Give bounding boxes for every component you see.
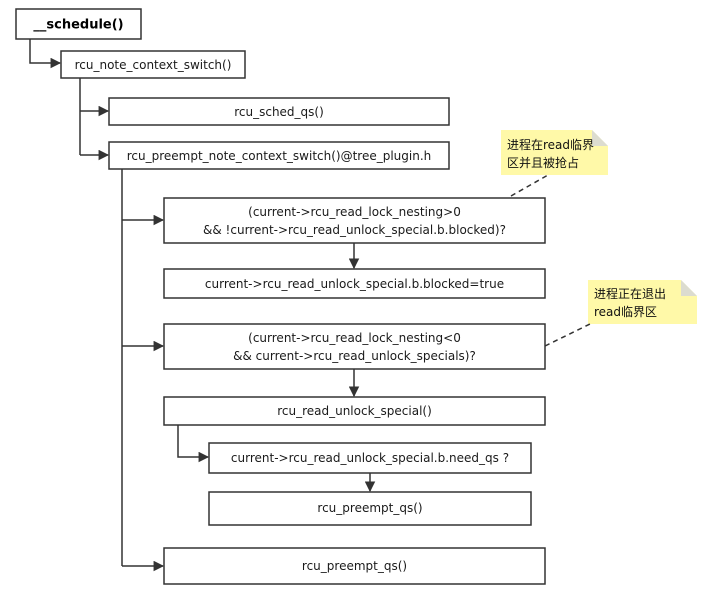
connectors	[29, 39, 376, 572]
box-preempt-qs-inner-label: rcu_preempt_qs()	[317, 501, 422, 515]
box-note-context-switch-label: rcu_note_context_switch()	[75, 58, 232, 72]
connector-unlock-special-branch	[177, 425, 210, 463]
box-need-qs-label: current->rcu_read_unlock_special.b.need_…	[231, 451, 509, 465]
box-preempt-qs-outer-label: rcu_preempt_qs()	[302, 559, 407, 573]
box-cond-blocked-line1: (current->rcu_read_lock_nesting>0	[248, 205, 461, 219]
note-exiting-leader	[544, 323, 591, 347]
note-preempted-leader	[510, 174, 549, 197]
box-preempt-qs-inner: rcu_preempt_qs()	[208, 491, 532, 526]
box-schedule-label: __schedule()	[33, 18, 123, 33]
box-set-blocked-label: current->rcu_read_unlock_special.b.block…	[205, 277, 504, 291]
box-sched-qs-label: rcu_sched_qs()	[234, 105, 324, 119]
note-preempted: 进程在read临界 区并且被抢占	[501, 130, 608, 175]
note-preempted-line1: 进程在read临界	[507, 137, 594, 152]
box-sched-qs: rcu_sched_qs()	[108, 97, 450, 126]
box-cond-blocked-line2: && !current->rcu_read_unlock_special.b.b…	[203, 223, 506, 237]
box-schedule: __schedule()	[15, 8, 142, 40]
box-cond-specials-line1: (current->rcu_read_lock_nesting<0	[248, 331, 461, 345]
note-exiting: 进程正在退出 read临界区	[588, 280, 697, 324]
box-preempt-qs-outer: rcu_preempt_qs()	[163, 547, 546, 585]
box-preempt-note-label: rcu_preempt_note_context_switch()@tree_p…	[127, 149, 432, 163]
box-need-qs: current->rcu_read_unlock_special.b.need_…	[208, 442, 532, 474]
connector-schedule-to-note	[29, 39, 62, 69]
box-cond-blocked: (current->rcu_read_lock_nesting>0 && !cu…	[163, 197, 546, 244]
note-exiting-line1: 进程正在退出	[594, 286, 666, 301]
box-preempt-note: rcu_preempt_note_context_switch()@tree_p…	[108, 141, 450, 170]
note-preempted-line2: 区并且被抢占	[507, 155, 579, 170]
box-note-context-switch: rcu_note_context_switch()	[60, 50, 246, 79]
box-cond-specials: (current->rcu_read_lock_nesting<0 && cur…	[163, 323, 546, 370]
box-unlock-special: rcu_read_unlock_special()	[163, 396, 546, 426]
box-unlock-special-label: rcu_read_unlock_special()	[277, 404, 432, 418]
box-set-blocked: current->rcu_read_unlock_special.b.block…	[163, 268, 546, 299]
box-cond-specials-line2: && current->rcu_read_unlock_specials)?	[233, 349, 476, 363]
note-exiting-line2: read临界区	[594, 305, 657, 319]
